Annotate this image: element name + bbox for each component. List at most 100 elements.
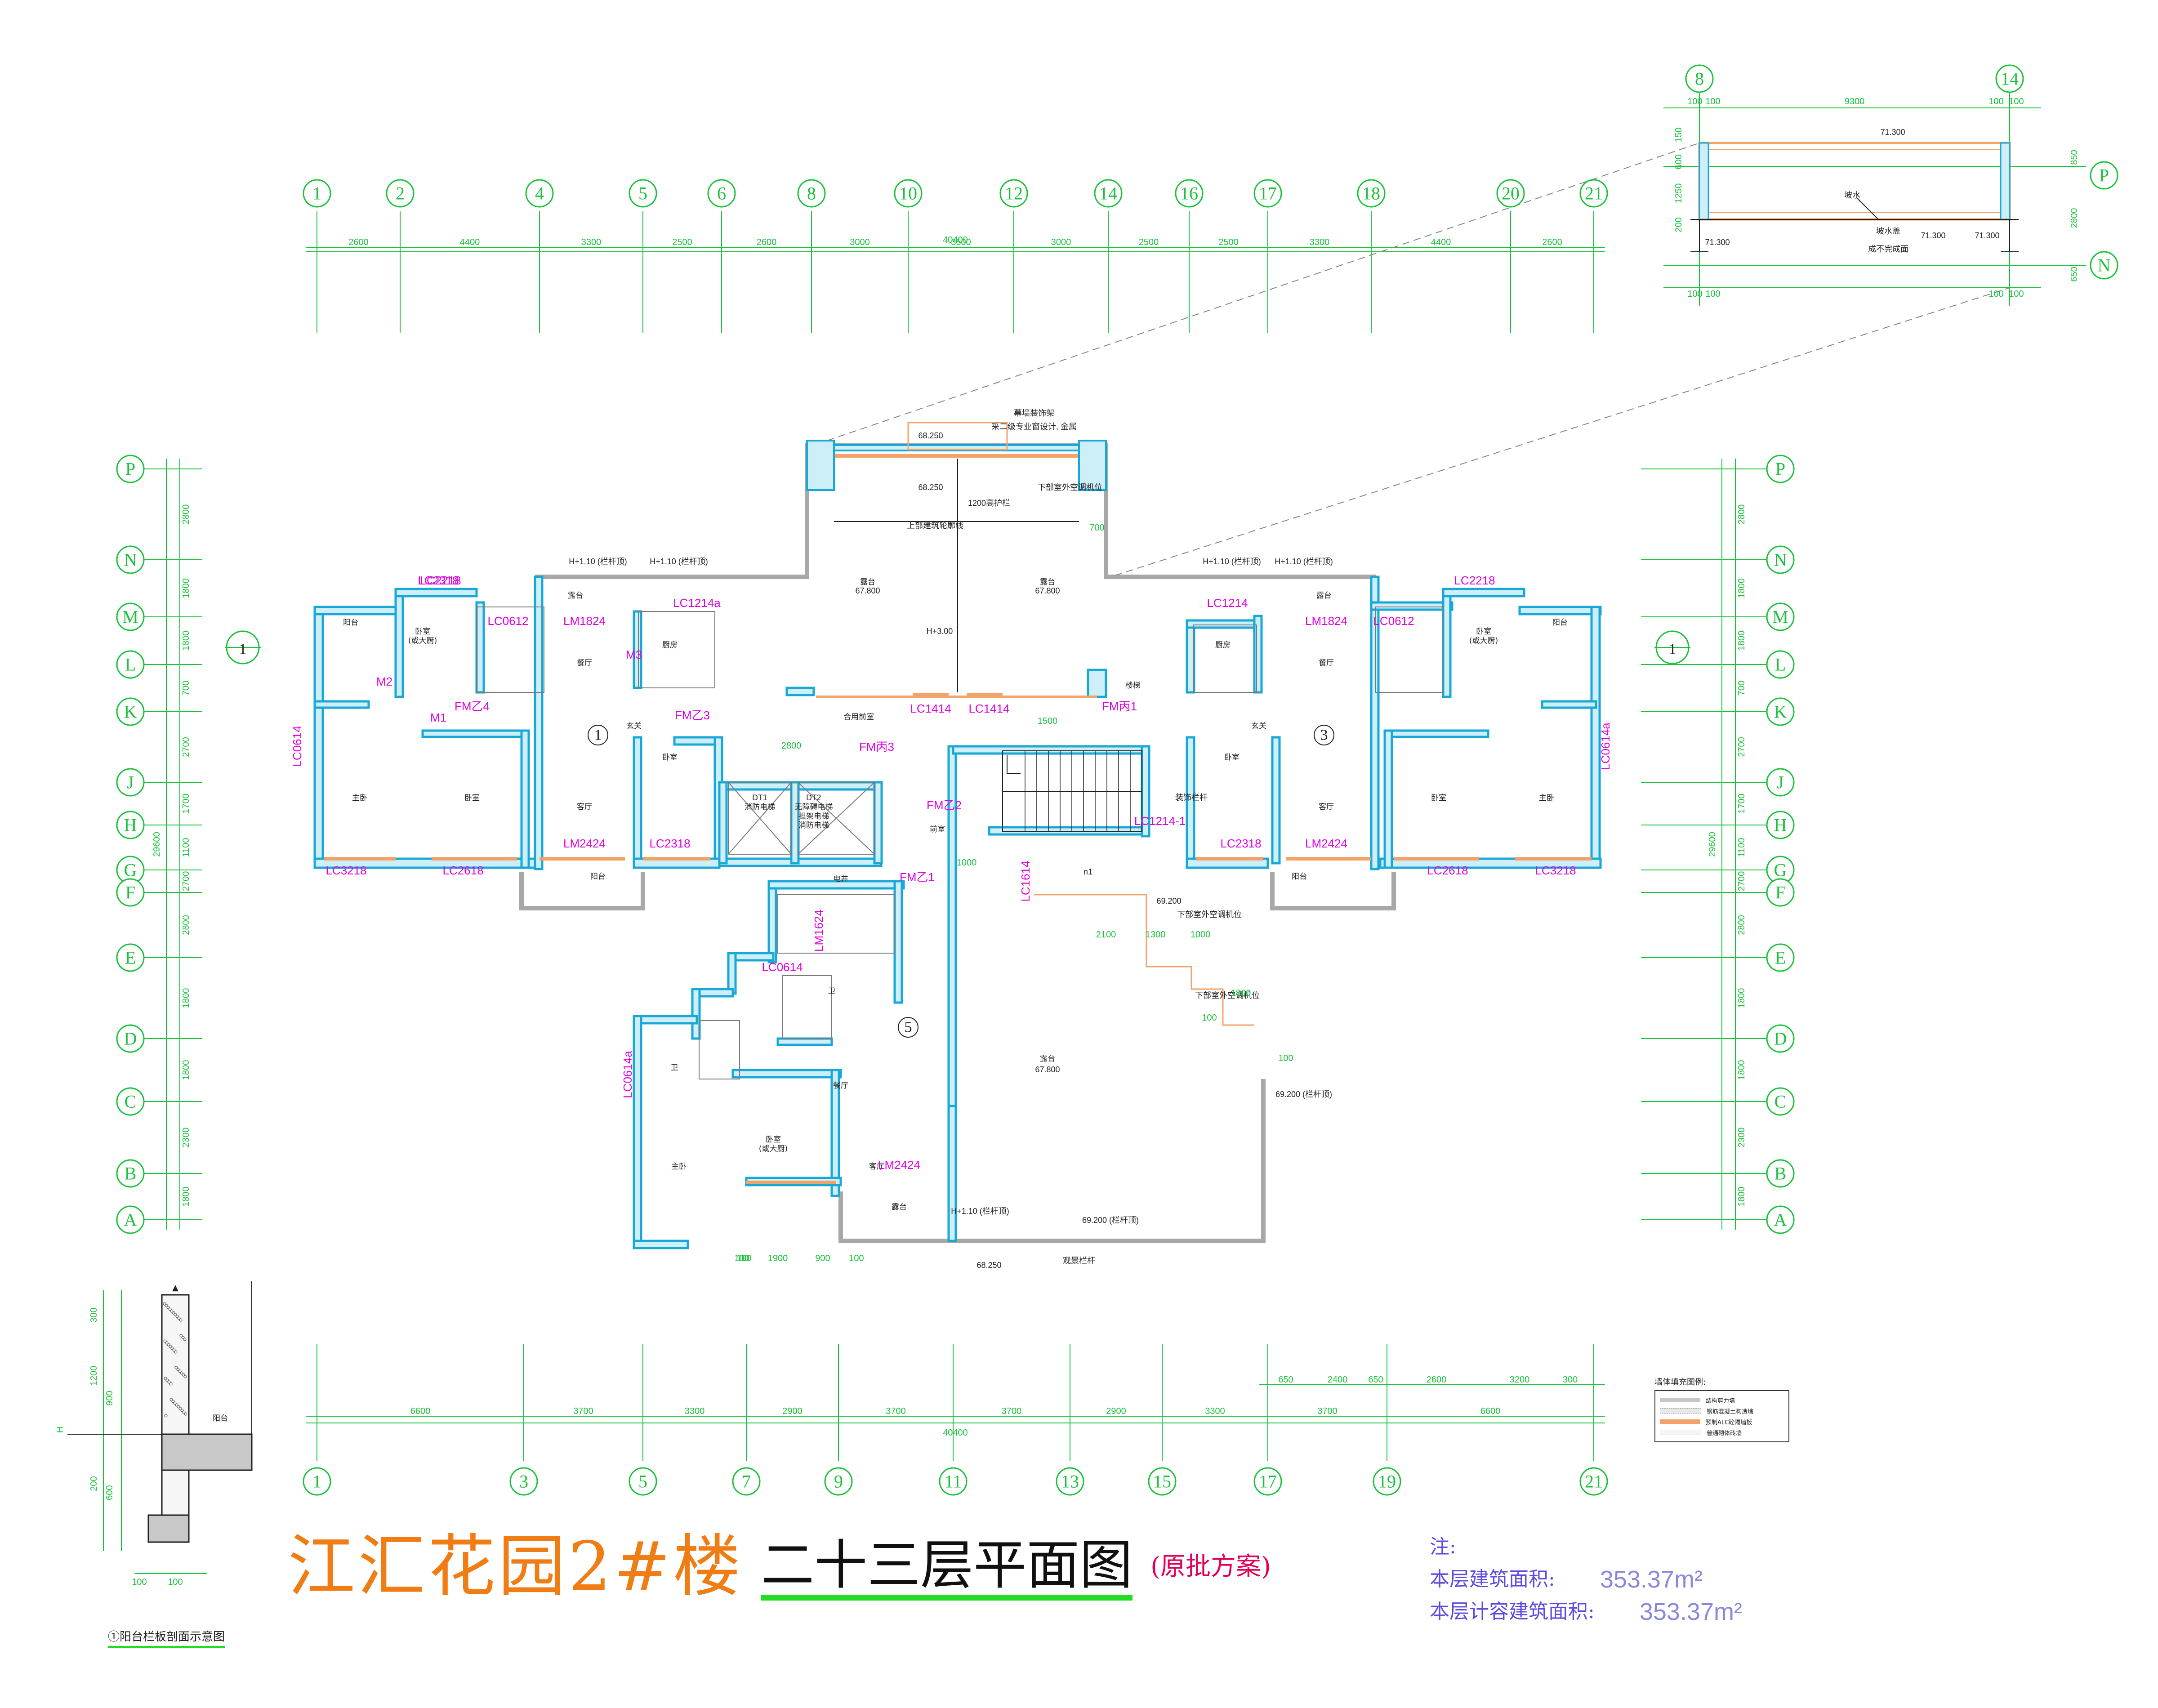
room-label: 阳台	[1292, 872, 1307, 881]
axis-label: P	[1775, 459, 1785, 479]
far-area-row: 本层计容建筑面积: 353.37m²	[1430, 1596, 1742, 1628]
text-line: 卧室	[415, 627, 430, 636]
axis-bubble-right: B	[1766, 1159, 1795, 1188]
axis-bubble-right: D	[1766, 1024, 1795, 1053]
window-tag: LC2218	[1454, 574, 1495, 587]
dim-value: 850	[2069, 150, 2079, 165]
axis-label: 13	[1061, 1472, 1079, 1492]
axis-label: 20	[1502, 183, 1520, 204]
bubble-circle	[525, 179, 554, 208]
annotation: 下部室外空调机位	[1195, 991, 1260, 1000]
dim-total: 29600	[1708, 832, 1717, 857]
bubble-circle	[1766, 650, 1795, 679]
annotation: 装饰栏杆	[1175, 793, 1208, 802]
legend-label: 结构剪力墙	[1706, 1397, 1735, 1405]
axis-label: M	[122, 607, 138, 627]
legend-swatch	[1660, 1419, 1700, 1424]
axis-bubble-top: 16	[1175, 179, 1204, 208]
concrete-dot	[174, 1366, 178, 1369]
concrete-dot	[177, 1405, 180, 1409]
dim-value: 2800	[181, 915, 191, 935]
unit-number: 3	[1320, 727, 1328, 744]
axis-bubble-right: G	[1766, 856, 1795, 884]
legend-item: 普通砌体砖墙	[1660, 1427, 1784, 1438]
bubble-circle	[1766, 811, 1795, 839]
dim-value: 2300	[181, 1128, 191, 1148]
legend-swatch	[1660, 1398, 1700, 1402]
axis-label: P	[125, 459, 135, 479]
door-tag: FM乙3	[675, 709, 710, 722]
axis-label: 11	[945, 1472, 962, 1492]
dim-value: 200	[1674, 217, 1684, 232]
bubble-circle	[707, 179, 736, 208]
level-label: 71.300	[1705, 238, 1730, 247]
axis-bubble-detail: 8	[1685, 64, 1714, 93]
axis-bubble-left: P	[116, 455, 145, 483]
axis-bubble-bottom: 11	[939, 1467, 968, 1496]
room-label: 客厅	[577, 803, 592, 812]
dim-value: 700	[1737, 681, 1747, 696]
dim-value: 900	[815, 1253, 830, 1263]
axis-bubble-left: M	[116, 602, 145, 631]
dim-value: 3700	[573, 1406, 593, 1416]
axis-bubble-right: F	[1766, 878, 1795, 907]
level-label: H+3.00	[927, 627, 953, 636]
axis-bubble-bottom: 1	[303, 1467, 331, 1496]
room-label: 主卧	[1539, 794, 1554, 803]
axis-label: G	[1774, 860, 1787, 880]
dim-total: 40400	[943, 1428, 968, 1438]
bubble-circle	[1766, 943, 1795, 972]
bubble-circle	[116, 650, 145, 679]
window-tag: LC2318	[418, 574, 459, 587]
bubble-circle	[116, 455, 145, 483]
axis-label: C	[125, 1092, 137, 1112]
dim-value: 100	[1705, 289, 1720, 299]
axis-label: F	[125, 883, 135, 903]
dim-value: 1800	[181, 1186, 191, 1207]
axis-label: G	[124, 860, 137, 880]
axis-label: 12	[1005, 183, 1023, 204]
legend-label: 普通砌体砖墙	[1707, 1430, 1742, 1437]
level-label: H+1.10 (栏杆顶)	[1203, 557, 1261, 566]
dim-value: 9300	[1845, 97, 1865, 107]
section-mark-number: 1	[239, 641, 247, 658]
level-label: 68.250	[976, 1261, 1001, 1270]
bubble-circle	[1766, 455, 1795, 483]
annotation: 下部室外空调机位	[1038, 483, 1102, 492]
concrete-dot	[174, 1313, 177, 1316]
bubble-circle	[1766, 1087, 1795, 1116]
axis-label: 8	[807, 183, 816, 204]
axis-label: A	[124, 1210, 137, 1230]
area-notes: 注: 本层建筑面积: 353.37m² 本层计容建筑面积: 353.37m²	[1430, 1531, 1742, 1628]
bubble-circle	[116, 545, 145, 574]
bubble-circle	[1253, 179, 1282, 208]
axis-label: 5	[638, 1472, 647, 1492]
concrete-dot	[177, 1316, 181, 1320]
dim-value: 2100	[1096, 930, 1116, 940]
dim-value: 3700	[886, 1406, 906, 1416]
window-tag: LC0614a	[1599, 722, 1612, 770]
window-tag: LC0614	[290, 726, 304, 767]
dim-value: 2500	[1139, 237, 1159, 247]
room-label: 卧室(或大厨)	[1469, 627, 1498, 645]
axis-label: 21	[1585, 1472, 1603, 1492]
concrete-dot	[178, 1369, 182, 1373]
level-label: 71.300	[1921, 231, 1945, 240]
bubble-circle	[939, 1467, 968, 1496]
axis-bubble-detail: 14	[1995, 64, 2024, 93]
dim-value: 1000	[957, 858, 977, 868]
bubble-circle	[894, 179, 923, 208]
axis-bubble-left: J	[116, 768, 145, 797]
concrete-dot	[175, 1315, 179, 1318]
floor-area-label: 本层建筑面积:	[1430, 1568, 1555, 1591]
dim-total: 29600	[152, 832, 162, 857]
text-line: 卧室	[766, 1135, 781, 1144]
axis-label: 21	[1585, 183, 1603, 204]
bubble-circle	[116, 768, 145, 797]
legend-label: 钢筋混凝土构造墙	[1707, 1408, 1754, 1415]
dim-value: 2700	[1737, 871, 1747, 892]
floor-area-row: 本层建筑面积: 353.37m²	[1430, 1563, 1742, 1596]
concrete-dot	[183, 1375, 187, 1378]
